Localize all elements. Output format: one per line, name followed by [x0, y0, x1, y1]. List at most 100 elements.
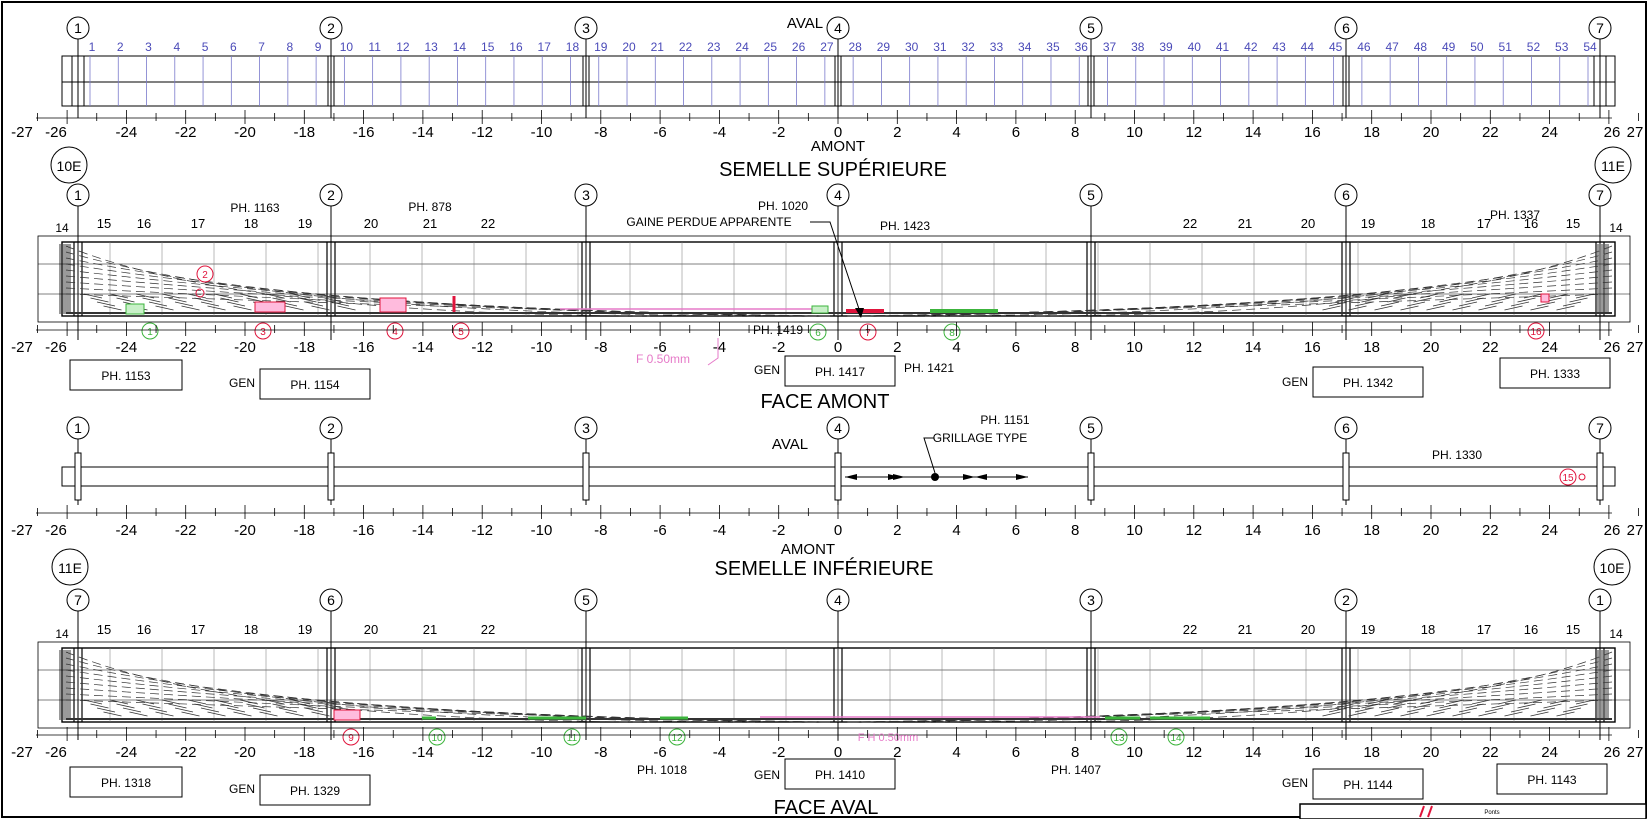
svg-text:PH. 1153: PH. 1153 — [101, 369, 150, 383]
scale-tick-label: -18 — [293, 744, 315, 761]
scale-tick-label: 20 — [1423, 522, 1440, 539]
cable-number: 19 — [1361, 216, 1375, 231]
cable-number: 16 — [1524, 622, 1538, 637]
end-marker-10e-bottom: 10E — [1593, 548, 1631, 586]
cable-number: 17 — [191, 622, 205, 637]
panel-number: 49 — [1442, 40, 1456, 54]
panel-number: 6 — [230, 40, 237, 54]
svg-text:11E: 11E — [58, 560, 82, 576]
cable-number: 22 — [481, 216, 495, 231]
photo-box-1417 — [784, 355, 896, 387]
cable-number: 21 — [423, 622, 437, 637]
axis-label: 5 — [1087, 420, 1095, 436]
cable-number: 14 — [1609, 221, 1623, 235]
scale-tick-label: -22 — [175, 744, 197, 761]
cable-number: 19 — [1361, 622, 1375, 637]
end-marker-11e-top: 11E — [1594, 146, 1632, 184]
svg-text:PH. 1154: PH. 1154 — [290, 378, 339, 392]
defect-marker-3: 3 — [254, 322, 272, 340]
svg-text:PH. 1318: PH. 1318 — [101, 776, 151, 790]
defect-marker-12: 12 — [668, 728, 686, 746]
panel-number: 21 — [651, 40, 665, 54]
scale-tick-label: 20 — [1423, 124, 1440, 141]
title-semelle-inferieure: SEMELLE INFÉRIEURE — [715, 557, 934, 580]
scale-tick-label: 24 — [1541, 339, 1558, 356]
crack-label-aval: F H 0.50mm — [858, 732, 919, 744]
scale-tick-label: 12 — [1185, 124, 1202, 141]
axis-label: 5 — [582, 592, 590, 608]
scale-tick-label: -24 — [116, 744, 138, 761]
scale-tick-label: -20 — [234, 744, 256, 761]
svg-text:PH. 1329: PH. 1329 — [290, 784, 340, 798]
panel-number: 15 — [481, 40, 495, 54]
panel-number: 32 — [962, 40, 976, 54]
scale-tick-label: -8 — [594, 339, 607, 356]
scale-tick-label: 12 — [1185, 744, 1202, 761]
scale-tick-label: -8 — [594, 522, 607, 539]
cable-number: 15 — [1566, 216, 1580, 231]
axis-label: 2 — [1342, 592, 1350, 608]
photo-label-1018: PH. 1018 — [637, 763, 687, 777]
scale-tick-label: -2 — [772, 744, 785, 761]
panel-number: 38 — [1131, 40, 1145, 54]
scale-tick-label: -8 — [594, 124, 607, 141]
defect-marker-4: 4 — [386, 322, 404, 340]
scale-tick-label: 2 — [893, 522, 901, 539]
scale-tick-label: -26 — [45, 124, 67, 141]
cable-number: 14 — [55, 627, 69, 641]
defect-marker-1: 1 — [141, 322, 159, 340]
axis-marker-2: 2 — [319, 16, 343, 118]
svg-text:10: 10 — [431, 733, 443, 744]
scale-tick-label: -26 — [45, 522, 67, 539]
scale-tick-label: -26 — [45, 339, 67, 356]
axis-marker-3: 3 — [1079, 588, 1103, 740]
axis-label: 4 — [834, 187, 842, 203]
scale-tick-label: 24 — [1541, 522, 1558, 539]
end-marker-10e-top: 10E — [50, 146, 88, 184]
scale-tick-label: 6 — [1012, 124, 1020, 141]
scale-tick-label: 0 — [834, 522, 842, 539]
defect-marker-11: 11 — [563, 728, 581, 746]
panel-number: 50 — [1470, 40, 1484, 54]
scale-tick-label: 8 — [1071, 744, 1079, 761]
svg-text:4: 4 — [392, 327, 398, 338]
panel-number: 16 — [509, 40, 523, 54]
defect-marker-15: 15 — [1559, 468, 1577, 486]
cable-number: 17 — [191, 216, 205, 231]
scale-tick-label: 16 — [1304, 522, 1321, 539]
cable-number: 20 — [364, 216, 378, 231]
panel-number: 33 — [990, 40, 1004, 54]
photo-box-1144 — [1312, 768, 1424, 800]
scale-tick-label: -26 — [45, 744, 67, 761]
gaine-perdue-callout: GAINE PERDUE APPARENTE — [626, 215, 791, 229]
title-semelle-superieure: SEMELLE SUPÉRIEURE — [719, 158, 947, 181]
scale-tick-label: 16 — [1304, 744, 1321, 761]
axis-label: 1 — [74, 187, 82, 203]
scale-tick-label: 8 — [1071, 124, 1079, 141]
svg-text:PH. 1342: PH. 1342 — [1343, 376, 1393, 390]
arrowhead-icon — [975, 474, 987, 480]
grillage-leader-line — [923, 437, 936, 474]
axis-label: 4 — [834, 420, 842, 436]
aval-label-top: AVAL — [787, 15, 823, 32]
scale-tick-label: 22 — [1482, 522, 1499, 539]
panel-number: 31 — [933, 40, 947, 54]
cable-number: 19 — [298, 622, 312, 637]
panel-number: 19 — [594, 40, 608, 54]
panel-number: 22 — [679, 40, 693, 54]
axis-label: 6 — [1342, 20, 1350, 36]
scale-tick-label: 26 — [1604, 124, 1621, 141]
arrowhead-icon — [845, 474, 857, 480]
photo-box-1318 — [69, 766, 183, 798]
axis-label: 3 — [582, 420, 590, 436]
defect-marker-2: 2 — [196, 265, 214, 283]
cable-number: 16 — [137, 622, 151, 637]
svg-text:10E: 10E — [1600, 560, 1625, 576]
